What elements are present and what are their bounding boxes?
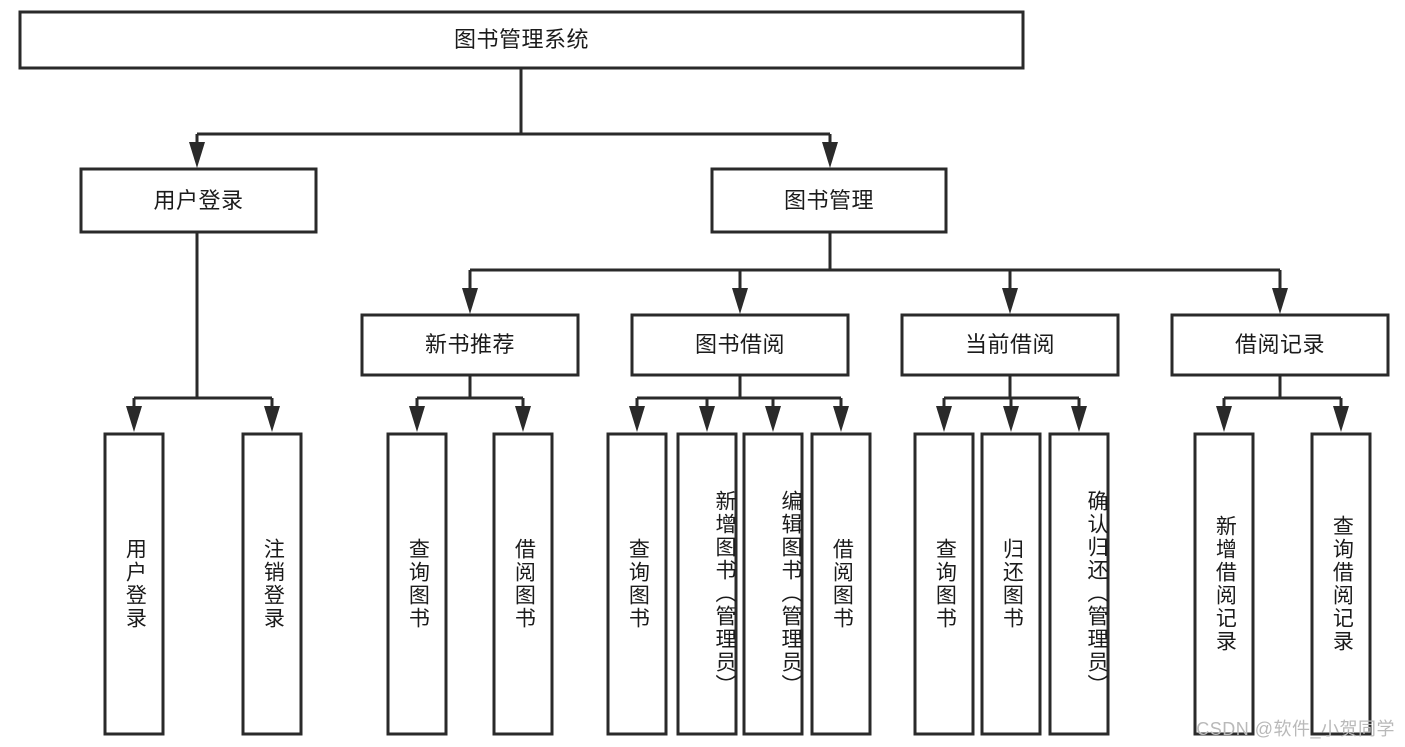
arrow-leaf-logout <box>264 406 280 432</box>
node-leaf-query-record[interactable] <box>1310 432 1372 736</box>
arrow-user-login <box>189 142 205 168</box>
arrow-book-manage <box>822 142 838 168</box>
arrow-borrow-record <box>1272 288 1288 314</box>
arrow-leaf-query-book-3 <box>936 406 952 432</box>
edges-newbook-to-leaves <box>409 376 531 432</box>
arrow-leaf-borrow-book-2 <box>833 406 849 432</box>
arrow-leaf-query-record <box>1333 406 1349 432</box>
node-borrow-record[interactable] <box>1170 313 1390 377</box>
node-new-book-recommend[interactable] <box>360 313 580 377</box>
arrow-new-book <box>462 288 478 314</box>
arrow-leaf-query-book-1 <box>409 406 425 432</box>
node-current-borrow[interactable] <box>900 313 1120 377</box>
node-leaf-user-login[interactable] <box>103 432 165 736</box>
arrow-leaf-edit-book <box>765 406 781 432</box>
node-leaf-add-record[interactable] <box>1193 432 1255 736</box>
arrow-leaf-return-book <box>1003 406 1019 432</box>
node-root[interactable] <box>18 10 1025 70</box>
edges-currentborrow-to-leaves <box>936 376 1087 432</box>
node-leaf-edit-book[interactable] <box>742 432 804 736</box>
node-leaf-borrow-book-2[interactable] <box>810 432 872 736</box>
arrow-book-borrow <box>732 288 748 314</box>
node-leaf-confirm-return[interactable] <box>1048 432 1110 736</box>
arrow-leaf-add-record <box>1216 406 1232 432</box>
arrow-leaf-user-login <box>126 406 142 432</box>
node-leaf-query-book-2[interactable] <box>606 432 668 736</box>
node-leaf-logout[interactable] <box>241 432 303 736</box>
node-book-borrow[interactable] <box>630 313 850 377</box>
edges-root-to-level2 <box>189 69 838 168</box>
edges-borrowrecord-to-leaves <box>1216 376 1349 432</box>
edges-userlogin-to-leaves <box>126 233 280 432</box>
node-leaf-query-book-1[interactable] <box>386 432 448 736</box>
node-leaf-query-book-3[interactable] <box>913 432 975 736</box>
arrow-leaf-borrow-book-1 <box>515 406 531 432</box>
node-leaf-borrow-book-1[interactable] <box>492 432 554 736</box>
arrow-leaf-query-book-2 <box>629 406 645 432</box>
edges-bookborrow-to-leaves <box>629 376 849 432</box>
arrow-leaf-add-book <box>699 406 715 432</box>
node-leaf-return-book[interactable] <box>980 432 1042 736</box>
node-user-login[interactable] <box>79 167 318 234</box>
node-book-manage[interactable] <box>710 167 948 234</box>
arrow-leaf-confirm-return <box>1071 406 1087 432</box>
edges-bookmanage-to-level3 <box>462 233 1288 314</box>
arrow-current-borrow <box>1002 288 1018 314</box>
node-leaf-add-book[interactable] <box>676 432 738 736</box>
